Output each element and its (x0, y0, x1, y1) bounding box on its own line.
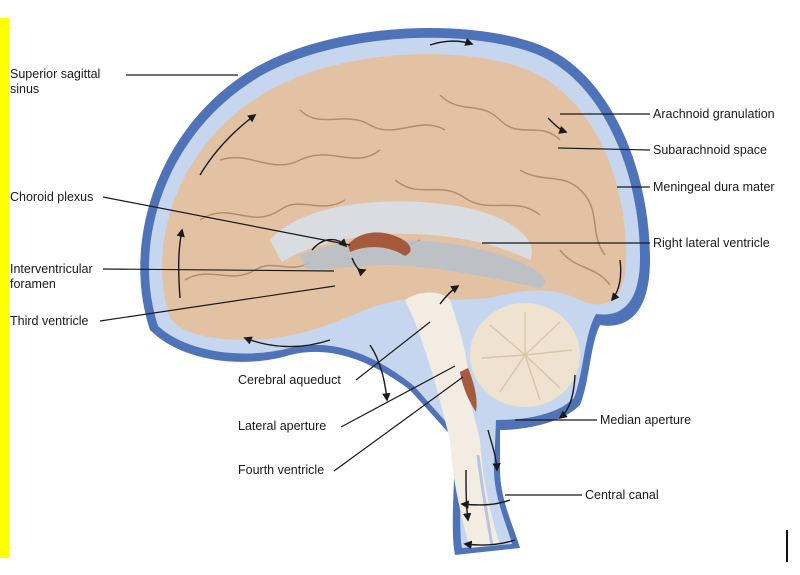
label-third-ventricle: Third ventricle (10, 314, 89, 328)
label-cerebral-aqueduct: Cerebral aqueduct (238, 373, 341, 387)
brainstem (405, 292, 500, 548)
label-arachnoid-granulation: Arachnoid granulation (653, 107, 775, 121)
lateral-ventricle (300, 239, 546, 288)
label-central-canal: Central canal (585, 488, 659, 502)
corpus-callosum (270, 201, 532, 262)
label-superior-sagittal-sinus: Superior sagittal sinus (10, 67, 100, 97)
choroid-plexus (348, 232, 411, 256)
label-superior-sagittal-sinus-line2: sinus (10, 82, 40, 96)
central-canal-line (476, 454, 494, 547)
label-choroid-plexus: Choroid plexus (10, 190, 94, 204)
text-cursor-mark (786, 530, 788, 562)
highlight-bar (0, 18, 9, 558)
label-median-aperture: Median aperture (600, 413, 692, 427)
label-fourth-ventricle: Fourth ventricle (238, 463, 325, 477)
label-lateral-aperture: Lateral aperture (238, 419, 327, 433)
label-interventricular-foramen-line2: foramen (10, 277, 56, 291)
label-subarachnoid-space: Subarachnoid space (653, 143, 767, 157)
label-interventricular-foramen-line1: Interventricular (10, 262, 93, 276)
label-right-lateral-ventricle: Right lateral ventricle (653, 236, 770, 250)
label-interventricular-foramen: Interventricular foramen (10, 262, 93, 292)
cerebellum-folia (481, 312, 573, 401)
label-superior-sagittal-sinus-line1: Superior sagittal (10, 67, 101, 81)
leader-lines (99, 74, 651, 496)
label-meningeal-dura-mater: Meningeal dura mater (653, 180, 775, 194)
fourth-ventricle-shape (460, 368, 477, 412)
